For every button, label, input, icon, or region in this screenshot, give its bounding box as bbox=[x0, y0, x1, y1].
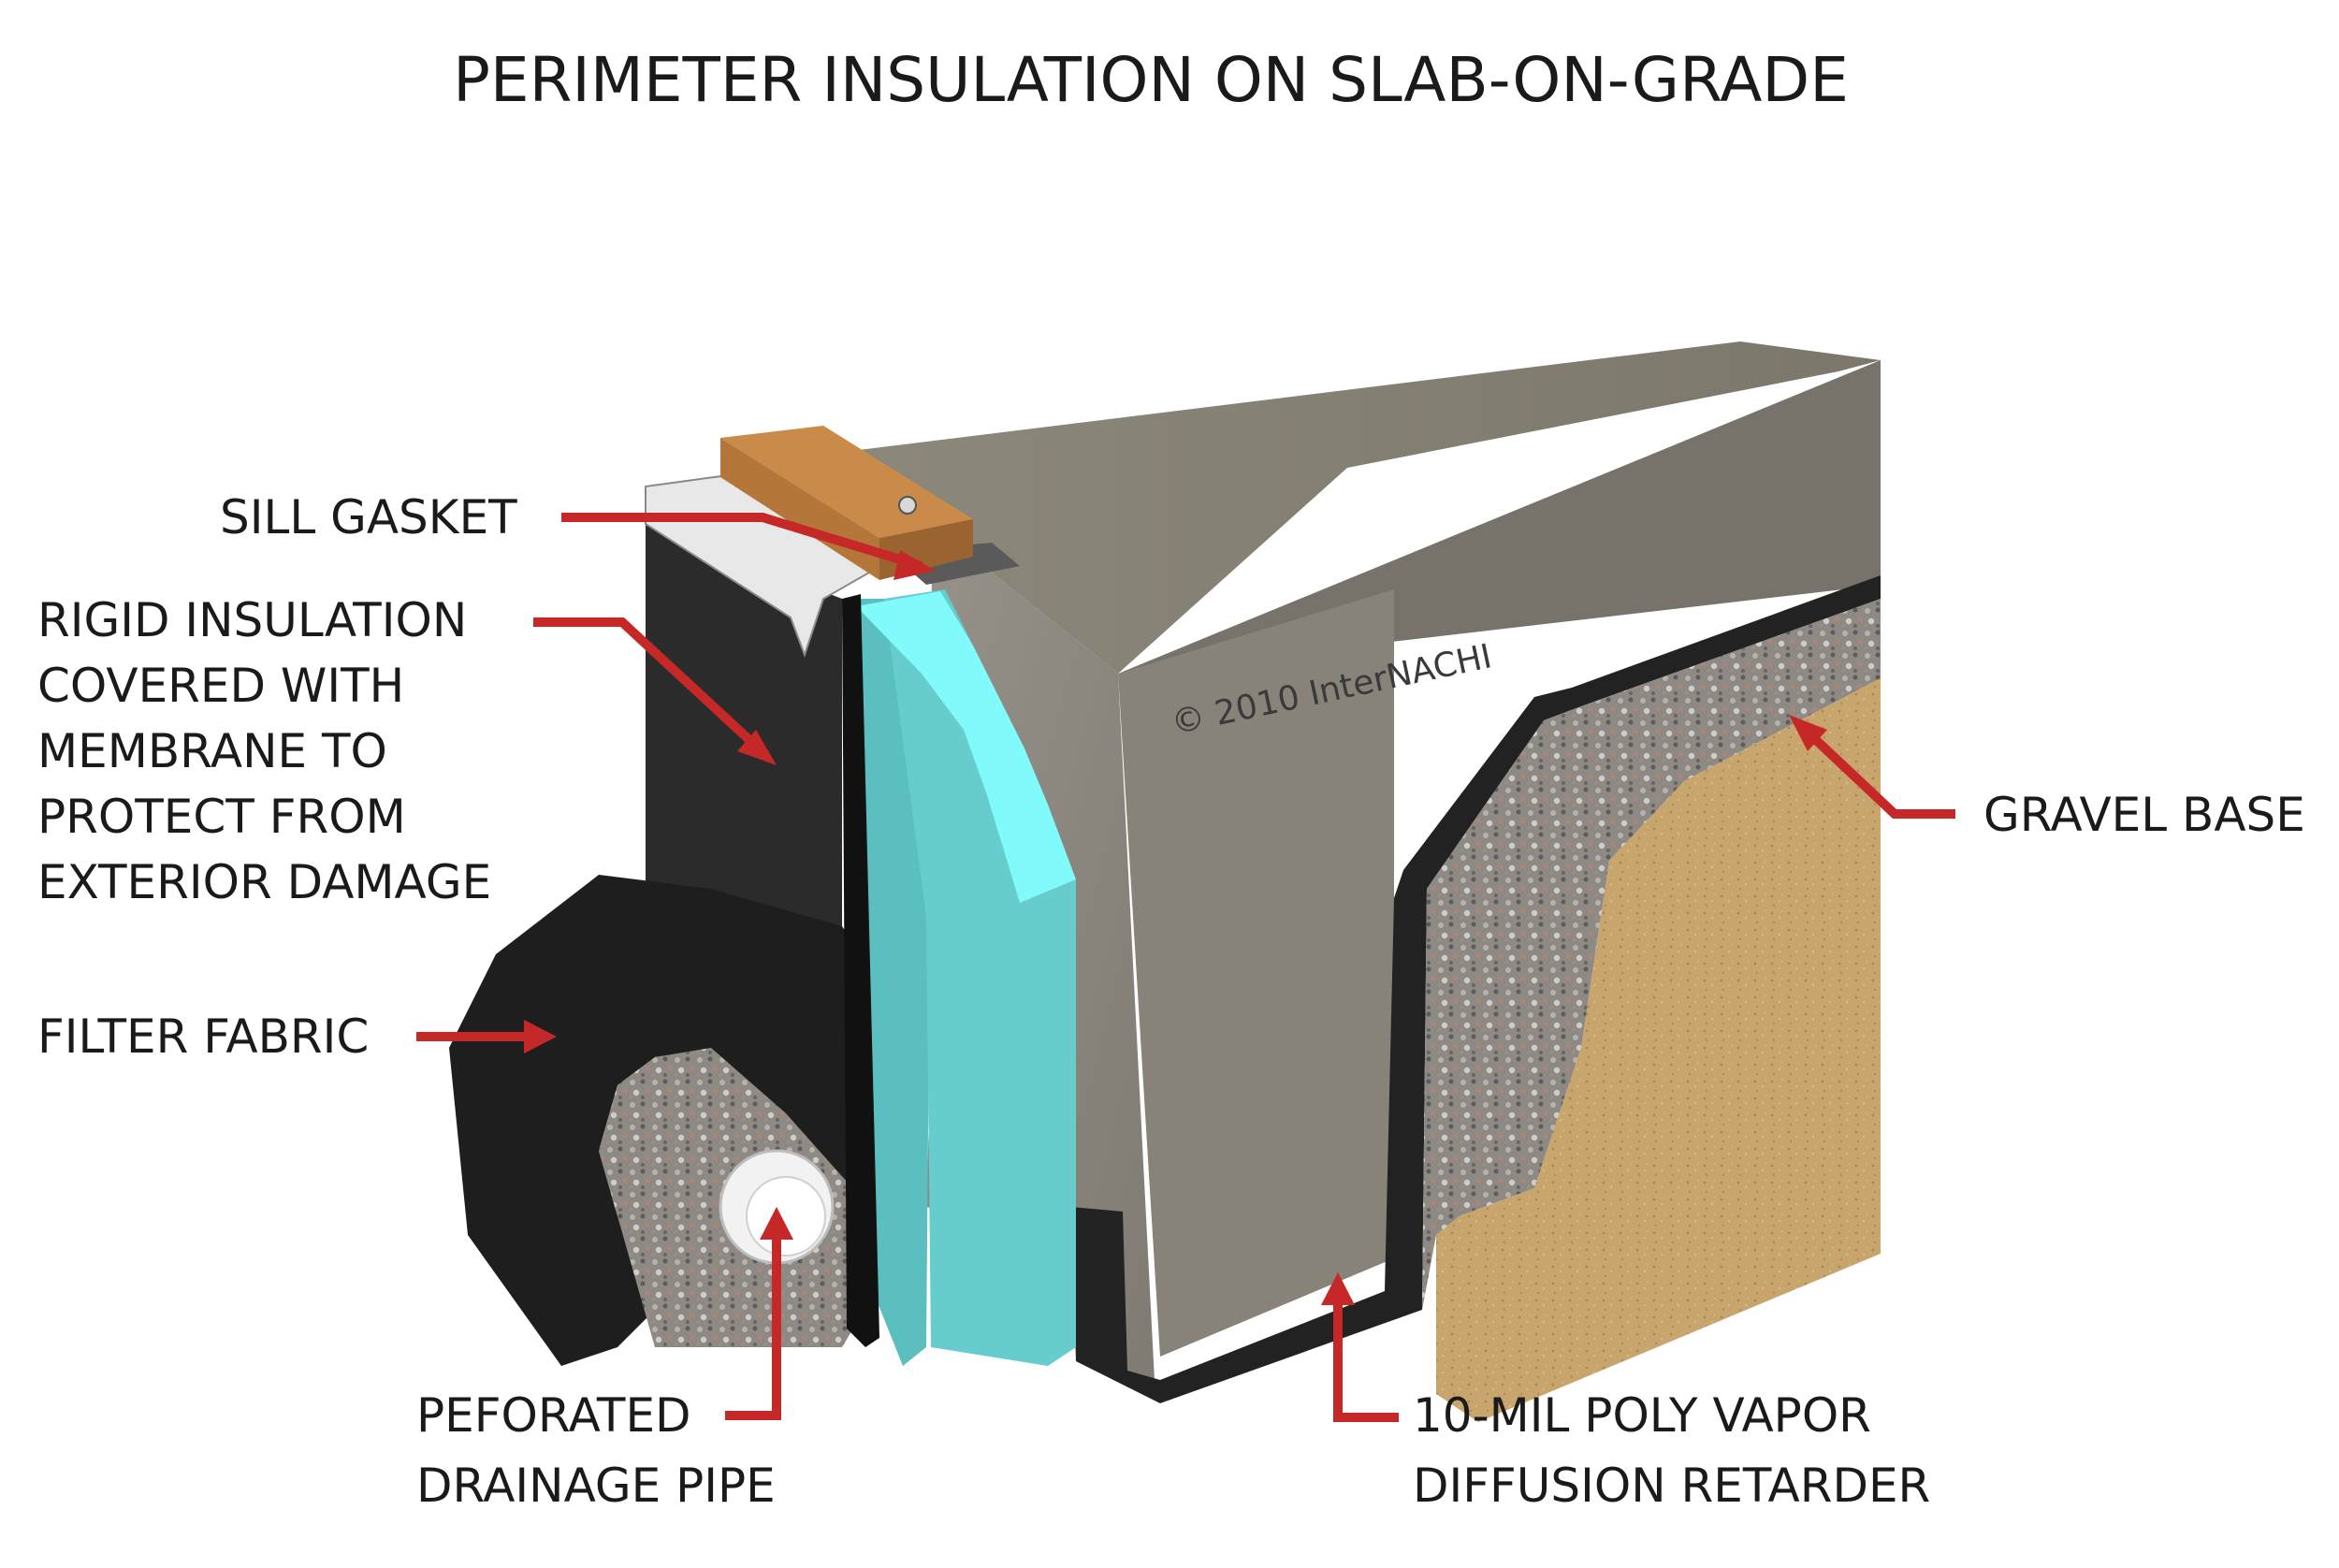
label-rigid-insulation-line-5: EXTERIOR DAMAGE bbox=[37, 855, 491, 909]
gravel-base bbox=[1422, 599, 1881, 1310]
drainage-pipe-opening bbox=[746, 1176, 826, 1256]
label-sill-gasket: SILL GASKET bbox=[220, 490, 517, 544]
arrowhead-sill-gasket bbox=[893, 550, 936, 580]
arrowhead-gravel-base bbox=[1789, 715, 1827, 751]
arrow-sill-gasket bbox=[561, 513, 923, 571]
rigid-insulation-highlight bbox=[856, 591, 1076, 903]
label-vapor-retarder-line-1: 10-MIL POLY VAPOR bbox=[1413, 1388, 1871, 1443]
label-drainage-pipe-line-2: DRAINAGE PIPE bbox=[416, 1459, 776, 1513]
arrowhead-filter-fabric bbox=[524, 1020, 557, 1053]
arrow-drainage-pipe bbox=[725, 1235, 781, 1420]
arrowhead-vapor-retarder bbox=[1321, 1272, 1355, 1305]
label-rigid-insulation-line-1: RIGID INSULATION bbox=[37, 593, 467, 647]
label-filter-fabric: FILTER FABRIC bbox=[37, 1009, 369, 1064]
arrow-rigid-insulation bbox=[533, 617, 752, 743]
filter-fabric bbox=[449, 875, 917, 1366]
page-title: PERIMETER INSULATION ON SLAB-ON-GRADE bbox=[453, 44, 1849, 116]
arrow-gravel-base bbox=[1811, 735, 1955, 819]
slab-top-surface bbox=[828, 341, 1881, 674]
label-rigid-insulation-line-3: MEMBRANE TO bbox=[37, 724, 387, 778]
label-gravel-base: GRAVEL BASE bbox=[1983, 788, 2305, 842]
label-drainage-pipe-line-1: PEFORATED bbox=[416, 1388, 691, 1443]
footing-concrete bbox=[1118, 589, 1394, 1357]
callout-arrowheads bbox=[524, 550, 1827, 1305]
label-rigid-insulation-line-2: COVERED WITH bbox=[37, 659, 404, 713]
anchor-bolt bbox=[898, 496, 917, 515]
arrowhead-drainage-pipe bbox=[760, 1207, 793, 1240]
arrow-vapor-retarder bbox=[1333, 1300, 1399, 1422]
membrane-strip bbox=[842, 594, 879, 1347]
label-rigid-insulation-line-4: PROTECT FROM bbox=[37, 790, 406, 844]
slab-side-face bbox=[1118, 360, 1881, 674]
label-vapor-retarder-line-2: DIFFUSION RETARDER bbox=[1413, 1459, 1930, 1513]
subgrade-soil bbox=[1436, 678, 1881, 1422]
arrowhead-rigid-insulation bbox=[737, 730, 777, 765]
callout-arrows bbox=[416, 513, 1955, 1422]
